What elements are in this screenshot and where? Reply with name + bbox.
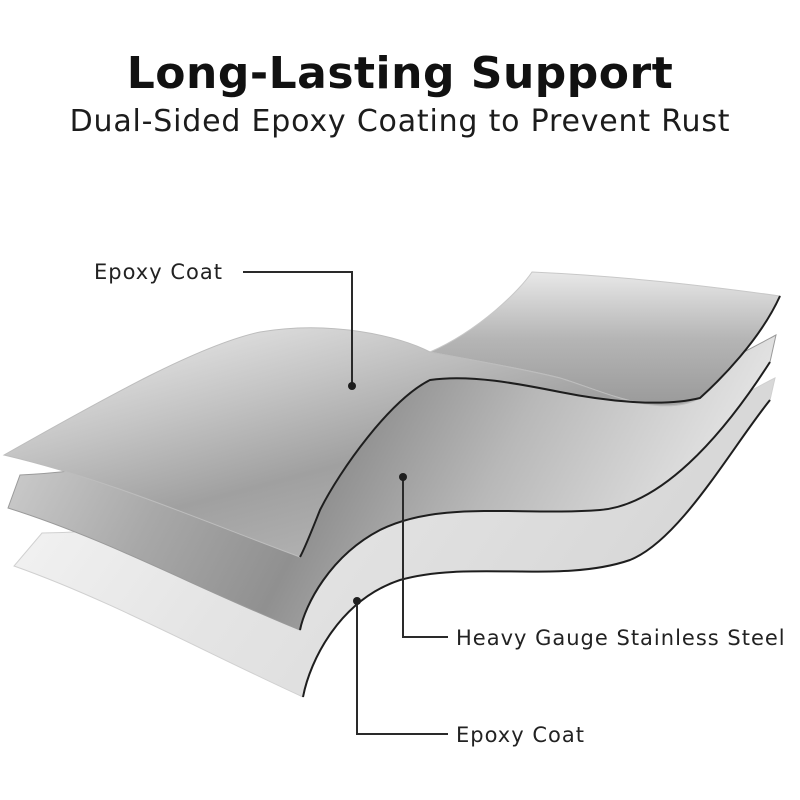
leader-line-top-coat: [243, 271, 353, 386]
top-epoxy-edge: [299, 295, 781, 558]
label-top-epoxy-coat: Epoxy Coat: [94, 260, 223, 284]
leader-dot-top-coat: [348, 382, 356, 390]
bottom-epoxy-edge: [302, 399, 771, 698]
page-subtitle: Dual-Sided Epoxy Coating to Prevent Rust: [69, 104, 731, 139]
page-title: Long-Lasting Support: [126, 48, 674, 99]
leader-line-bottom-coat: [356, 601, 448, 735]
label-stainless-steel: Heavy Gauge Stainless Steel: [456, 626, 786, 650]
leader-line-steel: [402, 477, 448, 638]
steel-core-edge: [299, 361, 771, 631]
label-bottom-epoxy-coat: Epoxy Coat: [456, 723, 585, 747]
leader-dot-bottom-coat: [353, 597, 361, 605]
leader-dot-steel: [399, 473, 407, 481]
